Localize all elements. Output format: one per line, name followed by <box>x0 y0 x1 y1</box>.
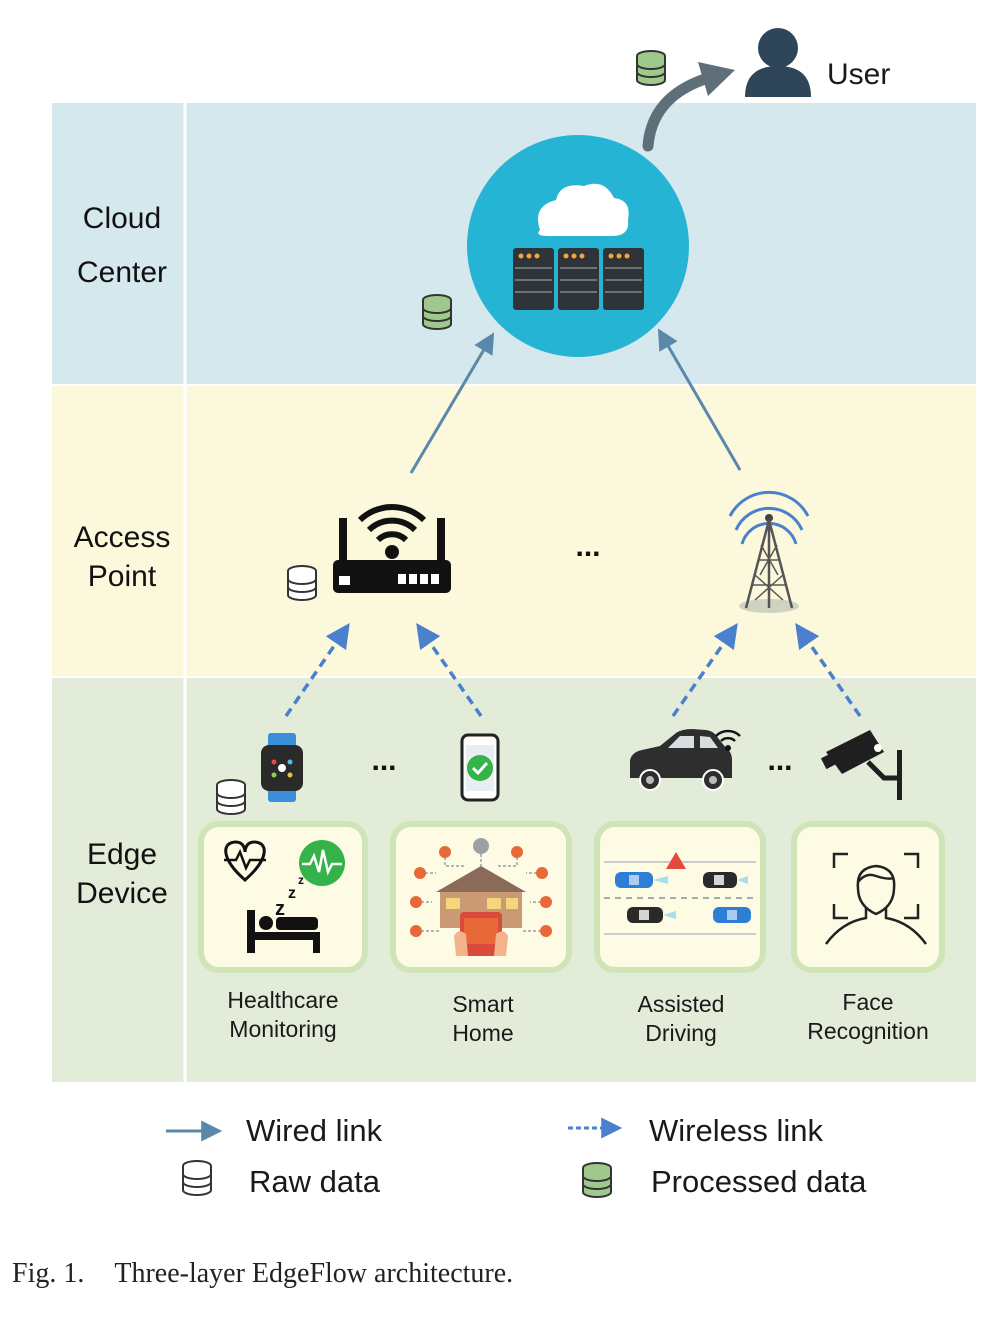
car-icon <box>630 729 732 791</box>
smart-home-app-tile <box>390 821 572 973</box>
security-camera-icon <box>820 730 902 800</box>
legend-processed-data: Processed data <box>651 1164 867 1199</box>
processed-data-icon <box>422 294 452 330</box>
figure-caption-text: Three-layer EdgeFlow architecture. <box>114 1258 514 1289</box>
smart-home-icon <box>410 838 552 956</box>
app-label-face-recognition-line2: Recognition <box>807 1018 928 1044</box>
wireless-link <box>671 622 738 718</box>
face-recognition-icon <box>824 852 928 945</box>
healthcare-app-tile: z z z <box>198 821 368 973</box>
svg-text:z: z <box>298 873 304 887</box>
wifi-signal-icon <box>715 729 741 751</box>
app-label-smart-home: Smart <box>452 991 514 1017</box>
wireless-link <box>795 622 862 718</box>
face-recognition-app-tile <box>791 821 945 973</box>
app-label-healthcare: Healthcare <box>227 987 338 1013</box>
cloud-layer-label: Cloud <box>83 202 161 235</box>
healthcare-icon: z z z <box>224 840 345 953</box>
svg-text:z: z <box>288 885 296 902</box>
app-label-assisted-driving-line2: Driving <box>645 1020 717 1046</box>
cell-tower-icon <box>728 490 810 613</box>
assisted-driving-icon <box>604 852 756 935</box>
figure-number: Fig. 1. <box>12 1258 85 1289</box>
raw-data-icon <box>216 779 246 815</box>
raw-data-icon <box>287 565 317 601</box>
cloud-server-icon <box>467 135 689 357</box>
figure-caption: Fig. 1. Three-layer EdgeFlow architecture… <box>12 1258 513 1290</box>
app-label-face-recognition: Face <box>842 989 893 1015</box>
processed-data-icon <box>636 50 666 86</box>
app-label-assisted-driving: Assisted <box>638 991 725 1017</box>
wifi-router-icon <box>333 504 451 593</box>
smartphone-icon <box>460 733 500 802</box>
smartwatch-icon <box>261 733 303 802</box>
app-label-smart-home-line2: Home <box>452 1020 513 1046</box>
edge-layer-label: Edge <box>87 838 157 871</box>
wired-link <box>657 328 742 471</box>
upload-arrow-icon <box>642 62 735 152</box>
device-ellipsis: ... <box>767 744 792 777</box>
legend-raw-data: Raw data <box>249 1164 381 1199</box>
processed-data-legend-icon <box>582 1162 612 1198</box>
app-label-healthcare-line2: Monitoring <box>229 1016 336 1042</box>
user-icon <box>745 28 811 97</box>
access-ellipsis: ... <box>575 530 600 563</box>
wireless-link <box>416 622 483 718</box>
legend-wired-link: Wired link <box>246 1113 383 1148</box>
wireless-link <box>284 622 350 717</box>
access-layer-band <box>52 385 976 677</box>
user-label: User <box>827 58 890 91</box>
legend-wireless-link: Wireless link <box>649 1113 823 1148</box>
access-layer-label-line2: Point <box>88 560 157 593</box>
assisted-driving-app-tile <box>594 821 766 973</box>
wired-link <box>409 332 495 474</box>
cloud-layer-label-line2: Center <box>77 256 167 289</box>
svg-text:z: z <box>275 898 285 920</box>
device-ellipsis: ... <box>371 744 396 777</box>
raw-data-legend-icon <box>182 1160 212 1196</box>
edge-layer-label-line2: Device <box>76 877 168 910</box>
legend: Wired link Wireless link Raw data Proces… <box>166 1113 867 1199</box>
access-layer-label: Access <box>74 521 171 554</box>
